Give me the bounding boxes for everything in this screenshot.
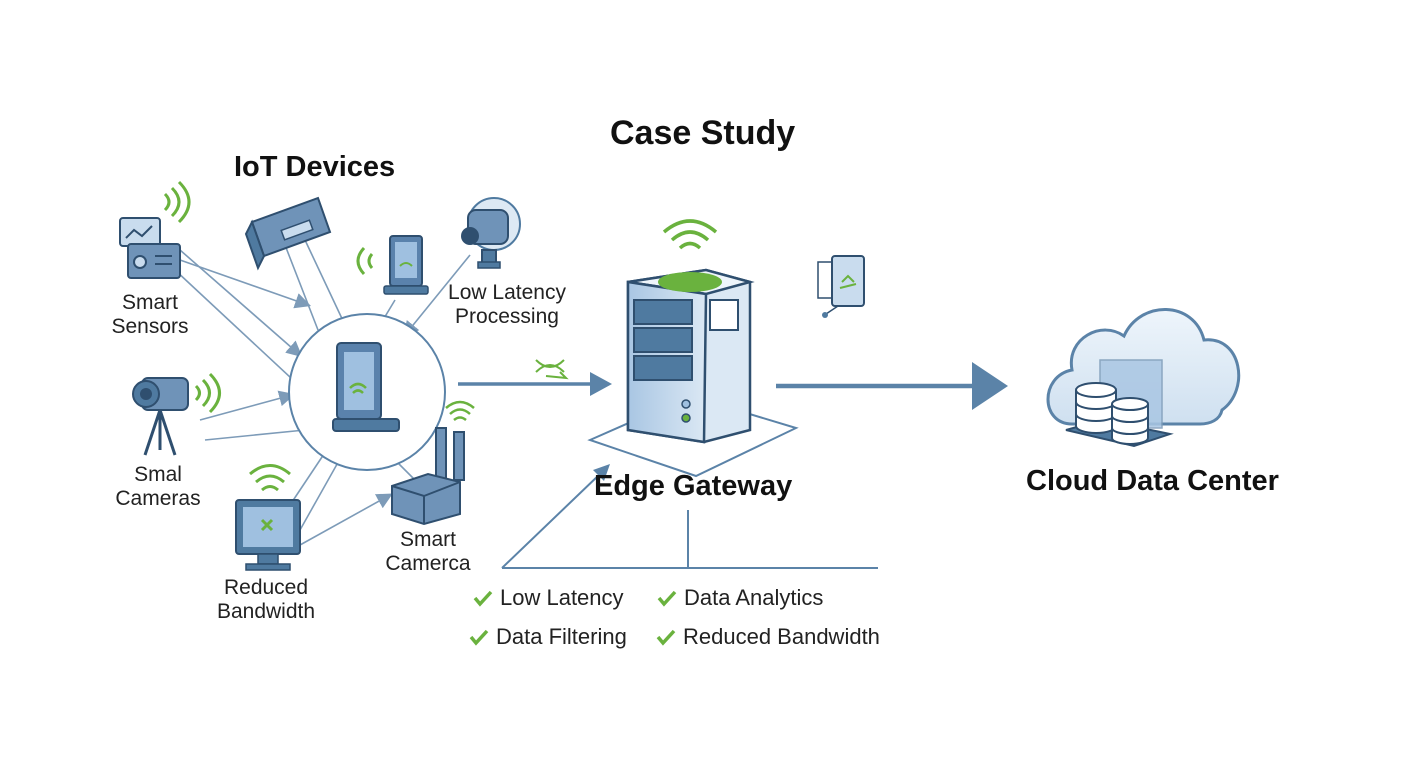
wifi-signal-icon [163, 180, 191, 224]
wifi-signal-icon [249, 464, 291, 492]
cloud-data-center-label: Cloud Data Center [1026, 465, 1279, 497]
wifi-signal-icon [194, 372, 221, 414]
iot-devices-heading: IoT Devices [234, 151, 396, 183]
hub-tablet-icon [332, 342, 400, 432]
security-camera-icon [461, 197, 521, 269]
checkmark-icon [657, 590, 677, 607]
tripod-camera-icon [132, 377, 189, 456]
checkmark-icon [656, 629, 676, 646]
wifi-signal-icon [356, 246, 374, 276]
edge-device-icon [817, 255, 865, 318]
benefit-item: Low Latency [472, 585, 624, 611]
benefits-arrowhead [593, 464, 610, 481]
smart-sensor-icon [119, 217, 181, 279]
network-router-icon [244, 196, 332, 271]
page-title: Case Study [610, 114, 796, 152]
benefit-item: Data Filtering [468, 624, 627, 650]
hub-to-gateway-arrowhead [590, 372, 612, 396]
mobile-device-icon [383, 235, 429, 295]
monitor-icon [235, 499, 301, 571]
benefit-item: Data Analytics [656, 585, 823, 611]
checkmark-icon [469, 629, 489, 646]
database-server-icon [1065, 359, 1174, 448]
edge-gateway-server-icon [626, 268, 755, 444]
edge-gateway-label: Edge Gateway [594, 470, 793, 502]
benefits-connector [501, 473, 878, 569]
data-stream-icon [535, 359, 569, 380]
checkmark-icon [473, 590, 493, 607]
benefit-item: Reduced Bandwidth [655, 624, 880, 650]
gateway-to-cloud-arrowhead [972, 362, 1008, 410]
factory-icon [391, 427, 465, 526]
wifi-signal-icon [662, 219, 718, 250]
wifi-signal-icon [445, 400, 475, 422]
